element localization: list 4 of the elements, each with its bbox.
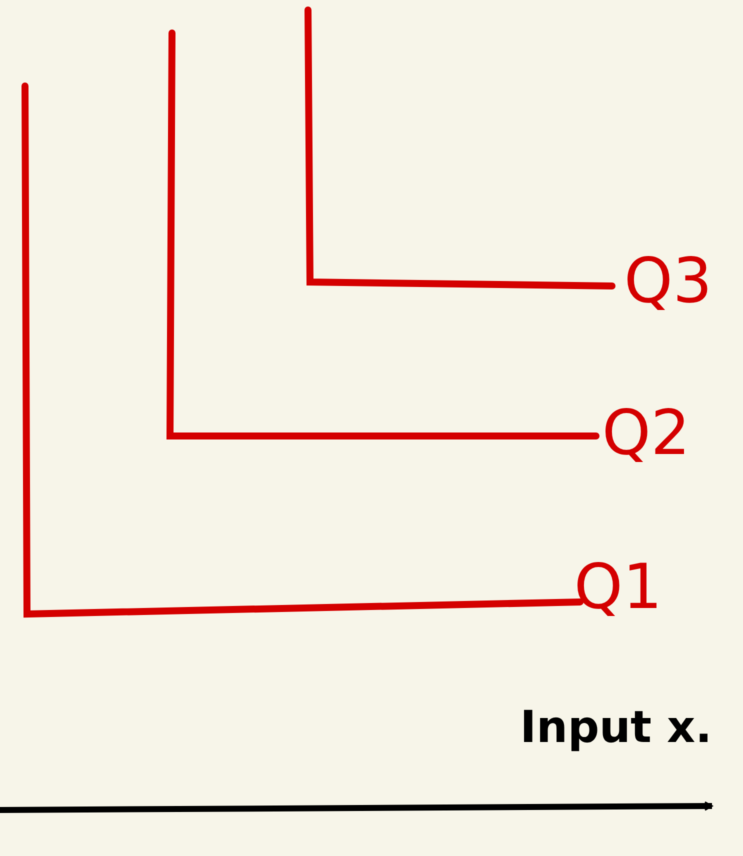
curve-label: Q2 (602, 402, 690, 464)
axis-label: Input x. (520, 706, 712, 750)
curve-label: Q3 (624, 250, 712, 312)
curve-label: Q1 (574, 556, 662, 618)
